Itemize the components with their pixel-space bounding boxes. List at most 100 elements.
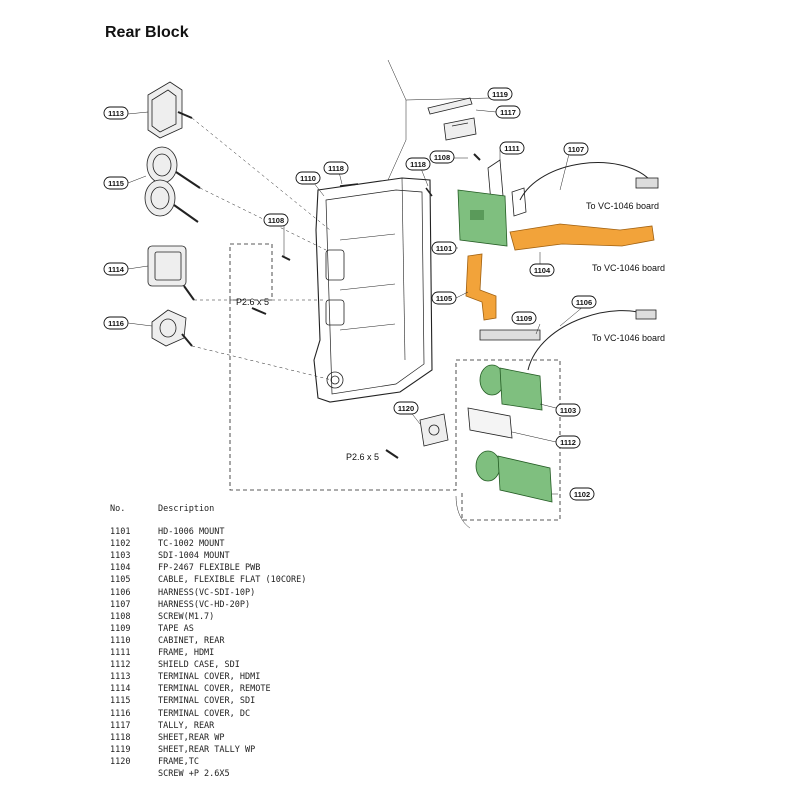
svg-text:1118: 1118 <box>410 160 426 169</box>
callout-1103: 1103 <box>555 403 581 417</box>
part-number: 1101 <box>110 527 131 538</box>
svg-text:1108: 1108 <box>434 153 450 162</box>
harness-vc-sdi-part <box>527 309 657 371</box>
parts-row: 1120 FRAME,TC <box>110 756 510 768</box>
tally-rear-part <box>427 97 477 141</box>
part-number: 1117 <box>110 720 131 731</box>
callout-1120: 1120 <box>393 401 419 415</box>
leader-lines <box>127 59 585 529</box>
part-number: 1115 <box>110 696 131 707</box>
svg-text:1110: 1110 <box>300 174 316 183</box>
part-description: SCREW(M1.7) <box>158 611 215 622</box>
tc-1002-board-part <box>475 450 553 503</box>
part-description: TERMINAL COVER, HDMI <box>158 672 261 683</box>
svg-text:1103: 1103 <box>560 406 576 415</box>
callout-1105: 1105 <box>431 291 457 305</box>
flat-cable-part <box>465 253 497 321</box>
callout-1117: 1117 <box>495 105 521 119</box>
screw-part <box>251 153 481 459</box>
part-description: TAPE AS <box>158 623 194 634</box>
callout-1110: 1110 <box>295 171 321 185</box>
part-description: TERMINAL COVER, DC <box>158 708 251 719</box>
part-description: CABINET, REAR <box>158 635 225 646</box>
callout-1102: 1102 <box>569 487 595 501</box>
svg-text:1111: 1111 <box>504 144 519 153</box>
svg-text:1104: 1104 <box>534 266 551 275</box>
terminal-cover-sdi-part <box>144 146 201 223</box>
svg-text:1107: 1107 <box>568 145 584 154</box>
part-description: SHEET,REAR WP <box>158 732 225 743</box>
callout-1108b: 1108 <box>263 213 289 227</box>
svg-text:1112: 1112 <box>560 438 576 447</box>
part-number: 1109 <box>110 623 131 634</box>
note-to-vc-board-3: To VC-1046 board <box>592 333 665 343</box>
parts-row: 1109 TAPE AS <box>110 623 510 635</box>
part-number: 1119 <box>110 744 131 755</box>
part-description: FRAME, HDMI <box>158 648 215 659</box>
callout-1119: 1119 <box>487 87 513 101</box>
part-number: 1116 <box>110 708 131 719</box>
sheet-rear-wp-part <box>339 183 433 197</box>
part-number: 1105 <box>110 575 131 586</box>
terminal-cover-remote-part <box>147 245 195 301</box>
callout-1118b: 1118 <box>405 157 431 171</box>
note-to-vc-board-1: To VC-1046 board <box>586 201 659 211</box>
parts-row: 1116 TERMINAL COVER, DC <box>110 708 510 720</box>
flexible-pwb-part <box>509 223 655 251</box>
part-description: SHEET,REAR TALLY WP <box>158 744 256 755</box>
part-number: 1118 <box>110 732 131 743</box>
parts-row: 1119 SHEET,REAR TALLY WP <box>110 744 510 756</box>
svg-text:1108: 1108 <box>268 216 284 225</box>
parts-list-header: No. Description <box>110 503 510 515</box>
part-number: 1111 <box>110 648 131 659</box>
callout-1108a: 1108 <box>429 150 455 164</box>
part-description: TERMINAL COVER, REMOTE <box>158 684 271 695</box>
part-number: 1110 <box>110 635 131 646</box>
tape-part <box>479 329 541 341</box>
harness-vc-hd-part <box>519 162 659 201</box>
svg-text:1101: 1101 <box>436 244 452 253</box>
callout-1115: 1115 <box>103 176 129 190</box>
svg-text:1113: 1113 <box>108 109 124 118</box>
callout-1116: 1116 <box>103 316 129 330</box>
part-number: 1112 <box>110 660 131 671</box>
part-description: HARNESS(VC-HD-20P) <box>158 599 251 610</box>
svg-text:1116: 1116 <box>108 319 124 328</box>
svg-text:1117: 1117 <box>500 108 516 117</box>
parts-row: 1118 SHEET,REAR WP <box>110 732 510 744</box>
callout-1109: 1109 <box>511 311 537 325</box>
hd-1006-board-part <box>457 189 508 247</box>
part-number: 1108 <box>110 611 131 622</box>
svg-text:1118: 1118 <box>328 164 344 173</box>
page-title: Rear Block <box>105 24 189 41</box>
svg-text:1115: 1115 <box>108 179 124 188</box>
callout-1101: 1101 <box>431 241 457 255</box>
terminal-cover-hdmi-part <box>147 81 193 139</box>
svg-text:1119: 1119 <box>492 90 508 99</box>
callout-1112: 1112 <box>555 435 581 449</box>
callout-1111: 1111 <box>499 141 525 155</box>
part-number: 1120 <box>110 756 131 767</box>
part-number <box>110 768 158 780</box>
parts-row: 1108 SCREW(M1.7) <box>110 611 510 623</box>
note-to-vc-board-2: To VC-1046 board <box>592 263 665 273</box>
part-description: SCREW +P 2.6X5 <box>158 768 230 779</box>
part-description: FP-2467 FLEXIBLE PWB <box>158 563 261 574</box>
callout-1118a: 1118 <box>323 161 349 175</box>
parts-row: 1106 HARNESS(VC-SDI-10P) <box>110 587 510 599</box>
part-description: FRAME,TC <box>158 756 199 767</box>
part-number: 1114 <box>110 684 131 695</box>
part-number: 1106 <box>110 587 131 598</box>
part-description: HARNESS(VC-SDI-10P) <box>158 587 256 598</box>
terminal-cover-dc-part <box>151 309 193 347</box>
parts-header-description: Description <box>158 504 215 514</box>
part-description: SHIELD CASE, SDI <box>158 660 240 671</box>
part-number: 1102 <box>110 539 131 550</box>
